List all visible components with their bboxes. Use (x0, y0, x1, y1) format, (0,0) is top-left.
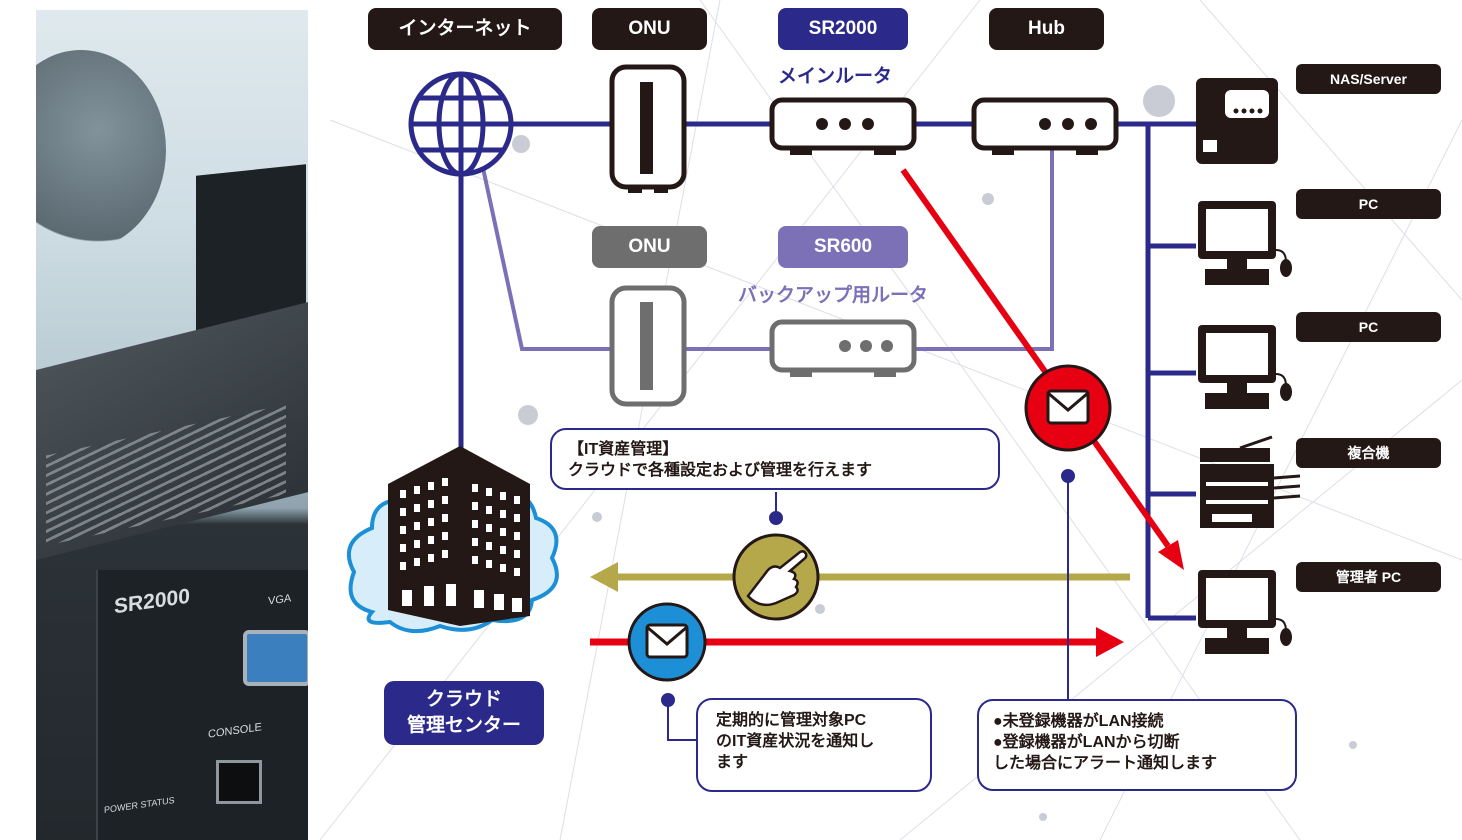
internet-globe-icon (408, 71, 514, 177)
periodic-callout-line2: のIT資産状況を通知し (716, 733, 875, 750)
alert-callout: ●未登録機器がLAN接続 ●登録機器がLANから切断 した場合にアラート通知しま… (977, 699, 1297, 791)
it-asset-callout: 【IT資産管理】 クラウドで各種設定および管理を行えます (550, 428, 1000, 490)
mfp-tag: 複合機 (1296, 438, 1441, 468)
hub-icon (971, 97, 1119, 155)
it-asset-callout-line1: 【IT資産管理】 (568, 441, 679, 458)
pc2-icon (1198, 325, 1292, 409)
sr2000-label: SR2000 (778, 8, 908, 50)
building-icon (388, 446, 530, 626)
pc2-tag: PC (1296, 312, 1441, 342)
vga-port (243, 630, 308, 686)
pc1-icon (1198, 201, 1292, 285)
cloud-management-center-label: クラウド 管理センター (384, 681, 544, 745)
alert-callout-line2: ●登録機器がLANから切断 (993, 734, 1180, 751)
background-dots (512, 85, 1357, 821)
sr2000-device-photo: SR2000 VGA CONSOLE POWER STATUS (36, 10, 308, 840)
onu-main-label: ONU (592, 8, 707, 50)
office-person-blur (36, 50, 166, 250)
pc1-tag: PC (1296, 189, 1441, 219)
periodic-callout-line3: ます (716, 754, 749, 771)
onu-backup-device-icon (609, 285, 687, 407)
onu-backup-label: ONU (592, 226, 707, 268)
periodic-callout-line1: 定期的に管理対象PC (716, 712, 867, 729)
alert-arrow (900, 168, 1184, 570)
backup-router-caption: バックアップ用ルータ (738, 285, 929, 306)
periodic-notice-arrow (590, 602, 1124, 682)
it-asset-management-arrow (590, 533, 1130, 621)
alert-callout-line3: した場合にアラート通知します (993, 755, 1218, 772)
main-router-caption: メインルータ (778, 66, 893, 87)
admin-pc-icon (1198, 570, 1292, 654)
device-front-panel: SR2000 VGA CONSOLE POWER STATUS (96, 570, 308, 840)
mfp-icon (1200, 435, 1301, 528)
console-port (216, 760, 262, 804)
onu-main-device-icon (609, 64, 687, 193)
nas-server-icon (1196, 78, 1278, 164)
admin-pc-tag: 管理者 PC (1296, 562, 1441, 592)
center-line1: クラウド (425, 689, 502, 710)
backup-connection-lines (481, 145, 1054, 351)
it-asset-callout-line2: クラウドで各種設定および管理を行えます (568, 462, 873, 479)
sr600-label: SR600 (778, 226, 908, 268)
sr2000-router-icon (769, 97, 917, 155)
internet-label: インターネット (368, 8, 562, 50)
main-connection-lines (458, 121, 1196, 621)
hub-label: Hub (989, 8, 1104, 50)
alert-callout-line1: ●未登録機器がLAN接続 (993, 713, 1164, 730)
sr600-router-icon (769, 319, 917, 377)
periodic-notice-callout: 定期的に管理対象PC のIT資産状況を通知し ます (696, 698, 932, 792)
nas-server-tag: NAS/Server (1296, 64, 1441, 94)
center-line2: 管理センター (406, 715, 521, 736)
callout-connectors (661, 469, 1075, 741)
